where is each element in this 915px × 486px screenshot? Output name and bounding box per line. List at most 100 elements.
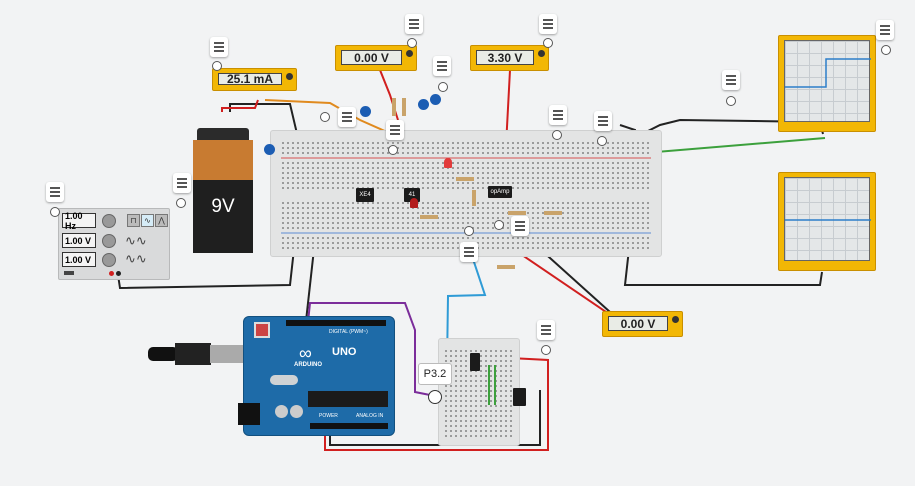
arduino-digital-header [286,320,386,326]
mini-green-wire-2 [494,365,496,405]
note-icon[interactable] [46,182,64,202]
note-pin-icon[interactable] [320,112,330,122]
note-pin-icon[interactable] [176,198,186,208]
note-icon[interactable] [405,14,423,34]
mini-chip-1[interactable] [470,353,480,371]
voltmeter-2[interactable]: 3.30 V [470,45,549,71]
note-pin-icon[interactable] [464,226,474,236]
arduino-analog-label: ANALOG IN [356,413,384,419]
frequency-field[interactable]: 1.00 Hz [62,211,96,231]
capacitor-1[interactable] [360,106,371,117]
note-icon[interactable] [460,242,478,262]
reset-button-icon[interactable] [254,322,270,338]
note-pin-icon[interactable] [543,38,553,48]
note-pin-icon[interactable] [726,96,736,106]
voltmeter-3-display: 0.00 V [608,316,668,331]
note-pin-icon[interactable] [552,130,562,140]
note-icon[interactable] [173,173,191,193]
ammeter-knob-icon [286,73,293,80]
note-pin-icon[interactable] [212,61,222,71]
led-red-2[interactable] [410,198,418,208]
mini-chip-2[interactable] [513,388,526,406]
sine-wave-button[interactable]: ∿ [141,214,154,227]
resistor-6[interactable] [508,211,526,215]
note-icon[interactable] [210,37,228,57]
note-icon[interactable] [876,20,894,40]
voltmeter-3[interactable]: 0.00 V [602,311,683,337]
resistor-7[interactable] [544,211,562,215]
voltmeter-2-knob-icon [538,50,545,57]
resistor-5[interactable] [420,215,438,219]
note-pin-icon[interactable] [388,145,398,155]
amplitude-dial-icon[interactable] [102,234,116,248]
arduino-power-jack-icon [238,403,260,425]
chip-opamp[interactable]: opAmp [488,186,512,198]
arduino-uno-board[interactable]: DIGITAL (PWM~) ∞ ARDUINO UNO POWER ANALO… [238,316,395,436]
arduino-brand: ARDUINO [294,362,322,368]
note-icon[interactable] [537,320,555,340]
arduino-microcontroller-chip [308,391,388,407]
resistor-3[interactable] [456,177,474,181]
oscilloscope-1[interactable] [778,35,876,132]
note-icon[interactable] [433,56,451,76]
note-pin-icon[interactable] [881,45,891,55]
output-terminal-red-icon[interactable] [109,271,114,276]
capacitor-3[interactable] [430,94,441,105]
voltmeter-1[interactable]: 0.00 V [335,45,417,71]
oscilloscope-2-screen [784,177,871,261]
led-red[interactable] [444,158,452,168]
voltmeter-3-knob-icon [672,316,679,323]
arduino-power-label: POWER [319,413,338,419]
oscilloscope-2[interactable] [778,172,876,271]
voltmeter-1-display: 0.00 V [341,50,402,65]
probe-tip-icon[interactable] [428,390,442,404]
arduino-digital-label: DIGITAL (PWM~) [329,329,368,335]
capacitor-2[interactable] [418,99,429,110]
note-icon[interactable] [722,70,740,90]
sine-wave-icon: ∿∿ [125,233,147,248]
resistor-4[interactable] [472,190,476,206]
triangle-wave-button[interactable]: ⋀ [155,214,168,227]
amplitude-field[interactable]: 1.00 V [62,233,96,248]
resistor-2[interactable] [402,98,406,116]
voltmeter-1-knob-icon [406,50,413,57]
note-icon[interactable] [549,105,567,125]
oscilloscope-1-screen [784,40,871,122]
battery-9v[interactable]: 9V [193,128,253,253]
note-pin-icon[interactable] [438,82,448,92]
chip-ic-1[interactable]: XE4 [356,188,374,202]
note-icon[interactable] [511,216,529,236]
ammeter-display: 25.1 mA [218,72,282,86]
function-generator[interactable]: 1.00 Hz 1.00 V 1.00 V ⊓ ∿ ⋀ ∿∿ ∿∿ [58,208,170,280]
output-terminal-icon[interactable] [64,271,74,275]
note-pin-icon[interactable] [407,38,417,48]
mini-green-wire-1 [488,365,490,405]
resistor-1[interactable] [392,98,396,116]
arduino-crystal-icon [270,375,298,385]
resistor-8[interactable] [497,265,515,269]
probe-label[interactable]: P3.2 [418,363,452,385]
ammeter[interactable]: 25.1 mA [212,68,297,91]
mini-breadboard[interactable] [438,338,520,446]
oscilloscope-1-trace [785,58,871,88]
note-icon[interactable] [594,111,612,131]
output-terminal-black-icon[interactable] [116,271,121,276]
capacitor-4[interactable] [264,144,275,155]
breadboard-holes [281,141,651,250]
offset-dial-icon[interactable] [102,253,116,267]
note-pin-icon[interactable] [541,345,551,355]
oscilloscope-2-trace [785,219,871,221]
frequency-dial-icon[interactable] [102,214,116,228]
square-wave-button[interactable]: ⊓ [127,214,140,227]
note-icon[interactable] [386,120,404,140]
offset-field[interactable]: 1.00 V [62,252,96,267]
arduino-capacitor-1-icon [275,405,288,418]
note-pin-icon[interactable] [494,220,504,230]
battery-label: 9V [211,196,235,217]
note-icon[interactable] [338,107,356,127]
main-breadboard[interactable] [270,130,662,257]
ramp-wave-icon: ∿∿ [125,251,147,266]
note-icon[interactable] [539,14,557,34]
note-pin-icon[interactable] [50,207,60,217]
note-pin-icon[interactable] [597,136,607,146]
